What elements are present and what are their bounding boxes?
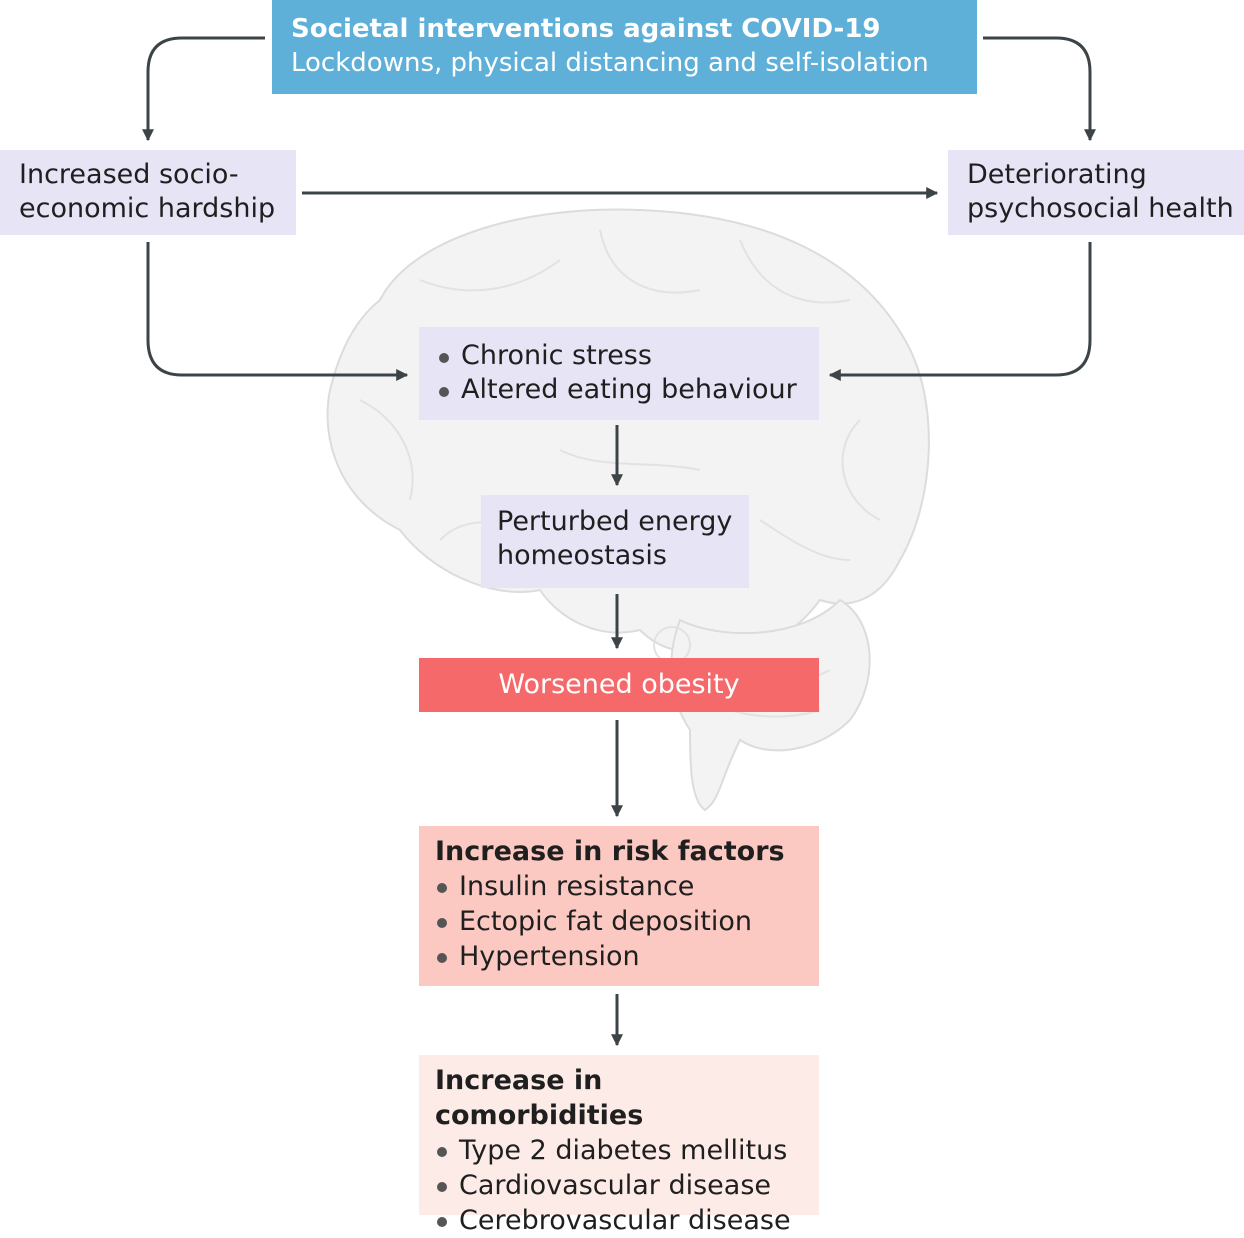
list-item: Chronic stress: [437, 339, 819, 373]
covid-interventions-box: Societal interventions against COVID-19 …: [272, 0, 977, 94]
arrow-left-to-stress: [146, 242, 409, 381]
perturbed-line-2: homeostasis: [497, 540, 667, 571]
hardship-line-1: Increased socio-: [19, 159, 239, 190]
list-item: Cardiovascular disease: [435, 1168, 819, 1203]
arrow-right-to-stress: [828, 242, 1092, 381]
perturbed-line-1: Perturbed energy: [497, 506, 733, 537]
arrow-top-to-left: [142, 36, 265, 142]
socioeconomic-hardship-box: Increased socio- economic hardship: [0, 150, 296, 235]
obesity-label: Worsened obesity: [498, 669, 740, 700]
psychosocial-line-2: psychosocial health: [967, 193, 1234, 224]
arrow-top-to-right: [983, 36, 1096, 142]
list-item: Insulin resistance: [435, 869, 819, 904]
comorbidities-title: Increase in comorbidities: [435, 1065, 644, 1131]
psychosocial-health-box: Deteriorating psychosocial health: [948, 150, 1244, 235]
interventions-title: Societal interventions against COVID-19: [291, 14, 881, 44]
comorbidities-box: Increase in comorbidities Type 2 diabete…: [419, 1055, 819, 1236]
stress-eating-box: Chronic stress Altered eating behaviour: [419, 327, 819, 420]
list-item: Hypertension: [435, 939, 819, 974]
interventions-subtitle: Lockdowns, physical distancing and self-…: [291, 48, 929, 78]
risk-factors-box: Increase in risk factors Insulin resista…: [419, 826, 819, 986]
psychosocial-line-1: Deteriorating: [967, 159, 1147, 190]
risk-factors-title: Increase in risk factors: [435, 836, 785, 867]
energy-homeostasis-box: Perturbed energy homeostasis: [481, 495, 749, 588]
hardship-line-2: economic hardship: [19, 193, 276, 224]
list-item: Ectopic fat deposition: [435, 904, 819, 939]
list-item: Type 2 diabetes mellitus: [435, 1133, 819, 1168]
list-item: Cerebrovascular disease: [435, 1203, 819, 1238]
list-item: Altered eating behaviour: [437, 373, 819, 407]
worsened-obesity-box: Worsened obesity: [419, 658, 819, 712]
